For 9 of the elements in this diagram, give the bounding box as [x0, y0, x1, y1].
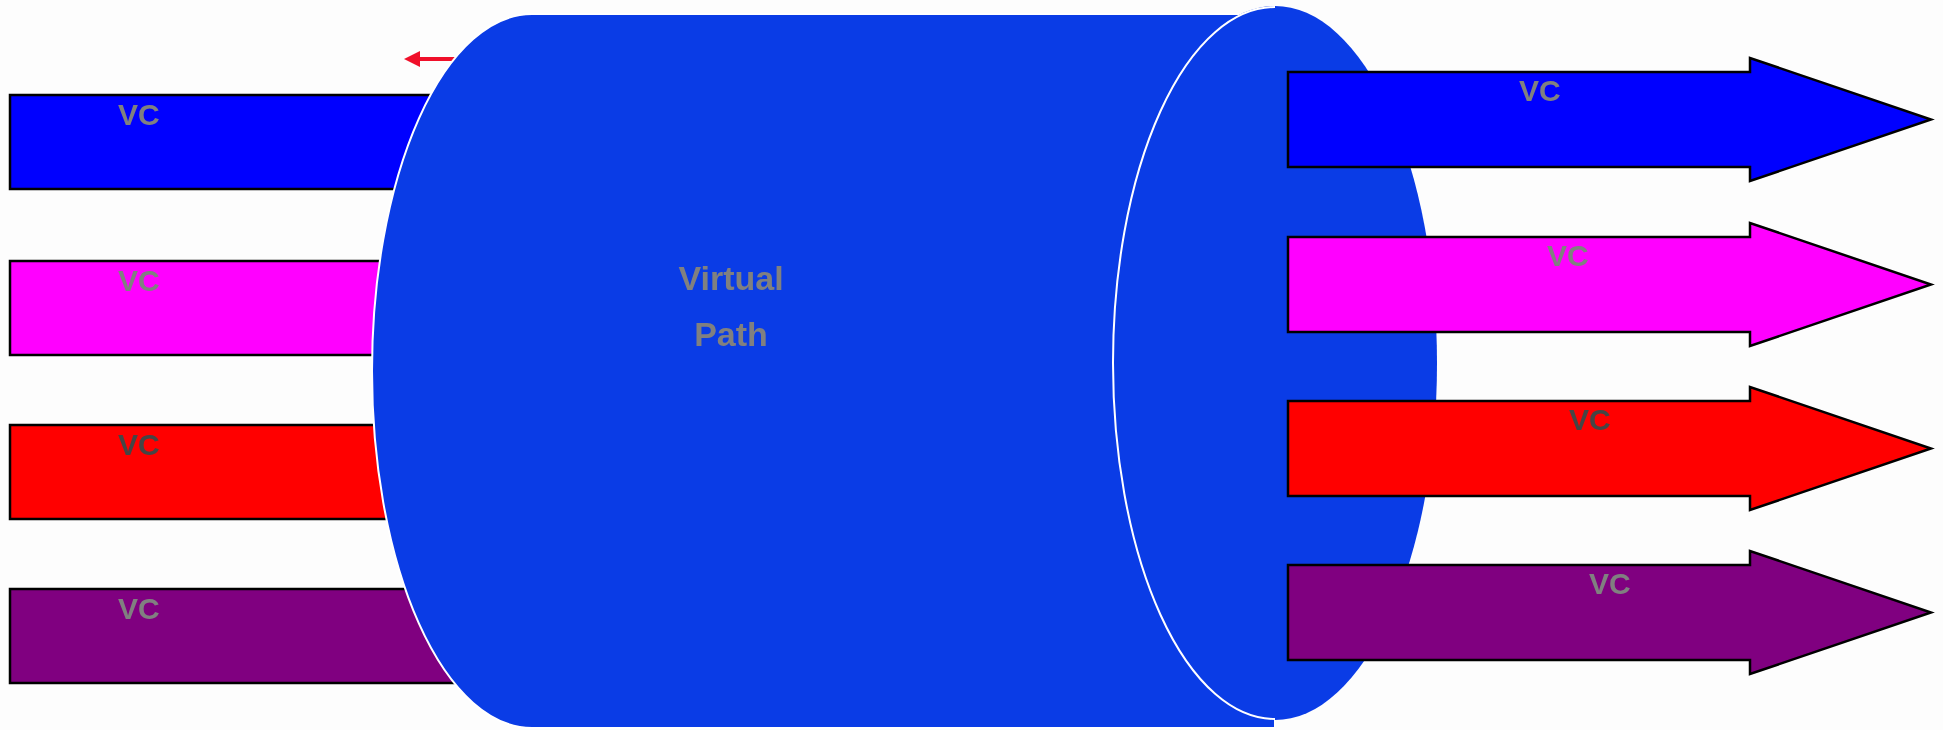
node-label: VC: [118, 98, 160, 132]
node-label: VC: [118, 592, 160, 626]
title-text: Virtual Path: [677, 258, 785, 355]
node-label: VC: [1547, 239, 1589, 273]
node-label: VC: [1589, 567, 1631, 601]
node-label: VC: [118, 264, 160, 298]
node-label: VC: [118, 428, 160, 462]
node-label: VC: [1519, 74, 1561, 108]
node-label: VC: [1569, 403, 1611, 437]
